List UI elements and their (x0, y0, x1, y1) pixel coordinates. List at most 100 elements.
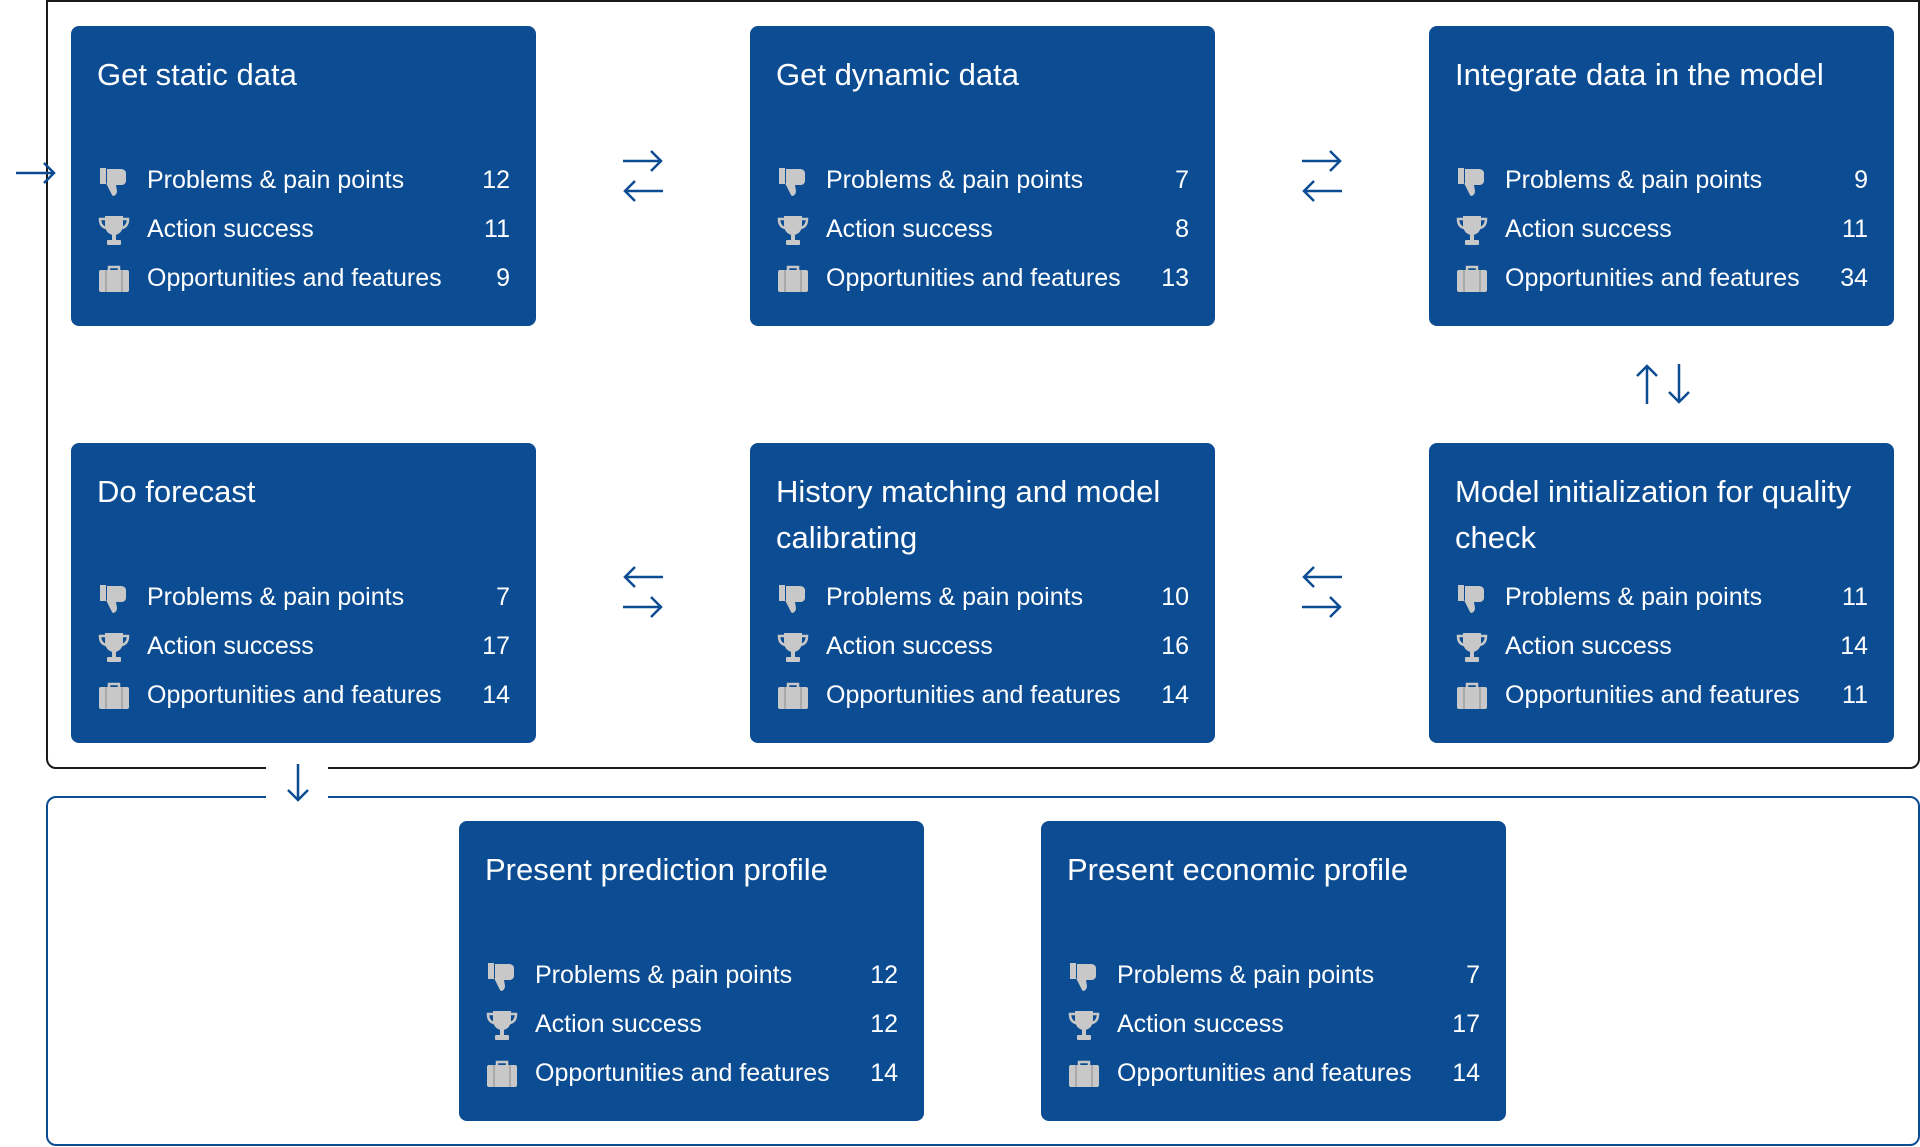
metric-label: Problems & pain points (1505, 166, 1763, 194)
metric-count: 9 (496, 264, 510, 292)
metric-count: 10 (1161, 583, 1189, 611)
trophy-icon (1067, 1008, 1101, 1042)
metric-row-problems: Problems & pain points 9 (1455, 156, 1868, 205)
thumbs-down-icon (97, 581, 131, 615)
metric-label: Opportunities and features (147, 681, 442, 709)
thumbs-down-icon (1455, 164, 1489, 198)
thumbs-down-icon (1067, 959, 1101, 993)
metric-label: Action success (535, 1010, 702, 1038)
trophy-icon (97, 630, 131, 664)
metric-row-problems: Problems & pain points 10 (776, 573, 1189, 622)
thumbs-down-icon (1455, 581, 1489, 615)
metric-label: Problems & pain points (1505, 583, 1763, 611)
metric-label: Opportunities and features (1505, 681, 1800, 709)
output-frame (46, 796, 1920, 1146)
metric-label: Problems & pain points (826, 583, 1084, 611)
metric-count: 7 (496, 583, 510, 611)
stage-title: Present prediction profile (485, 852, 828, 887)
thumbs-down-icon (97, 164, 131, 198)
process-loop-frame (46, 0, 1920, 769)
thumbs-down-icon (776, 164, 810, 198)
metric-row-problems: Problems & pain points 11 (1455, 573, 1868, 622)
metric-label: Opportunities and features (826, 264, 1121, 292)
metric-count: 14 (870, 1059, 898, 1087)
metric-label: Action success (147, 632, 314, 660)
metric-count: 34 (1840, 264, 1868, 292)
stage-title: Present economic profile (1067, 852, 1409, 887)
metric-count: 13 (1161, 264, 1189, 292)
metric-row-problems: Problems & pain points 7 (97, 573, 510, 622)
metric-label: Action success (147, 215, 314, 243)
bidirectional-arrow-icon (1300, 147, 1344, 205)
stage-title: History matching and model calibrating (776, 474, 1161, 555)
briefcase-icon (1455, 262, 1489, 296)
thumbs-down-icon (485, 959, 519, 993)
metric-row-opportunities: Opportunities and features 14 (1067, 1049, 1480, 1098)
metric-row-success: Action success 8 (776, 205, 1189, 254)
briefcase-icon (1455, 679, 1489, 713)
metric-count: 9 (1854, 166, 1868, 194)
metric-count: 14 (1840, 632, 1868, 660)
vertical-bidirectional-arrow-icon (1633, 362, 1693, 406)
metric-label: Opportunities and features (826, 681, 1121, 709)
stage-title: Get static data (97, 57, 297, 92)
metric-count: 7 (1466, 961, 1480, 989)
down-arrow-icon (283, 762, 313, 804)
metric-count: 11 (1842, 583, 1868, 611)
metric-label: Action success (1505, 215, 1672, 243)
bidirectional-arrow-icon (621, 563, 665, 621)
metric-count: 12 (482, 166, 510, 194)
bidirectional-arrow-icon (1300, 563, 1344, 621)
metric-row-problems: Problems & pain points 7 (1067, 951, 1480, 1000)
metric-count: 11 (484, 215, 510, 243)
metric-label: Opportunities and features (1505, 264, 1800, 292)
metric-count: 16 (1161, 632, 1189, 660)
trophy-icon (97, 213, 131, 247)
briefcase-icon (1067, 1057, 1101, 1091)
metric-label: Action success (1117, 1010, 1284, 1038)
briefcase-icon (97, 679, 131, 713)
trophy-icon (1455, 213, 1489, 247)
stage-title: Model initialization for quality check (1455, 474, 1852, 555)
trophy-icon (776, 213, 810, 247)
metric-label: Action success (826, 215, 993, 243)
bidirectional-arrow-icon (621, 147, 665, 205)
metric-count: 7 (1175, 166, 1189, 194)
stage-title: Integrate data in the model (1455, 57, 1824, 92)
metric-row-success: Action success 16 (776, 622, 1189, 671)
metric-row-success: Action success 17 (1067, 1000, 1480, 1049)
trophy-icon (1455, 630, 1489, 664)
briefcase-icon (485, 1057, 519, 1091)
metric-label: Action success (826, 632, 993, 660)
metric-label: Problems & pain points (1117, 961, 1375, 989)
metric-label: Opportunities and features (1117, 1059, 1412, 1087)
metric-count: 14 (1452, 1059, 1480, 1087)
metric-count: 8 (1175, 215, 1189, 243)
trophy-icon (776, 630, 810, 664)
metric-count: 17 (1452, 1010, 1480, 1038)
stage-title: Do forecast (97, 474, 256, 509)
metric-label: Problems & pain points (147, 583, 405, 611)
